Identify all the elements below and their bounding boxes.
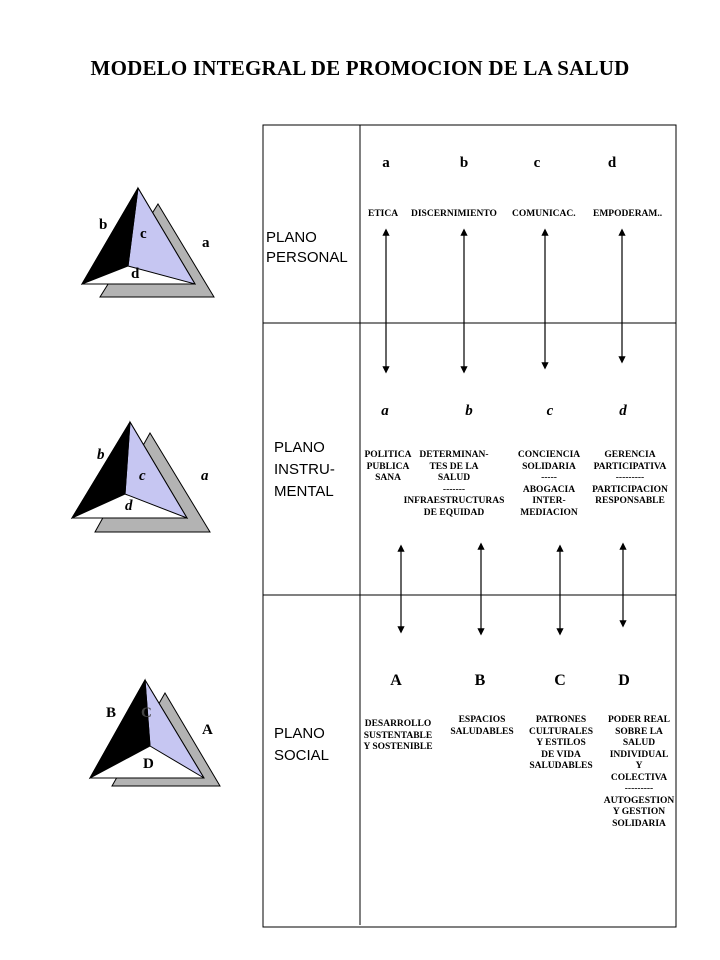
social-letter-D: D	[618, 672, 630, 689]
personal-letter-d: d	[607, 155, 617, 171]
concept-poder-real: PODER REAL SOBRE LA SALUD INDIVIDUAL Y C…	[603, 715, 675, 829]
arrows-instrumental-social	[397, 542, 627, 636]
personal-letter-a: a	[382, 155, 390, 171]
pyramid-personal-label-d: d	[131, 266, 140, 282]
concept-comunicac: COMUNICAC.	[512, 209, 576, 219]
concept-etica: ETICA	[368, 209, 399, 219]
pyramid-personal-label-b: b	[99, 217, 108, 233]
pyramid-personal	[80, 186, 215, 298]
pyramid-social-label-A: A	[202, 722, 213, 738]
pyramid-instrumental-label-d: d	[125, 498, 133, 514]
concept-discernimiento: DISCERNIMIENTO	[411, 209, 497, 219]
concept-espacios-saludables: ESPACIOS SALUDABLES	[450, 715, 514, 737]
concept-gerencia-participativa: GERENCIA PARTICIPATIVA --------- PARTICI…	[592, 450, 668, 506]
social-letter-A: A	[390, 672, 402, 689]
instrumental-letter-a: a	[381, 403, 389, 419]
personal-letter-b: b	[459, 155, 469, 171]
social-letter-B: B	[474, 672, 486, 689]
pyramid-personal-label-a: a	[202, 235, 210, 251]
pyramid-instrumental-label-b: b	[97, 447, 105, 463]
pyramid-instrumental-label-c: c	[139, 468, 146, 484]
pyramid-personal-label-c: c	[140, 226, 147, 242]
plane-personal-label: PLANO PERSONAL	[266, 229, 348, 266]
instrumental-letter-b: b	[465, 403, 473, 419]
instrumental-letter-d: d	[619, 403, 627, 419]
pyramid-social-label-D: D	[143, 756, 154, 772]
plane-social-label: PLANO SOCIAL	[274, 725, 330, 764]
pyramid-instrumental-label-a: a	[201, 468, 209, 484]
personal-letter-c: c	[533, 155, 541, 171]
concept-desarrollo-sustentable: DESARROLLO SUSTENTABLE Y SOSTENIBLE	[363, 719, 433, 752]
pyramid-social	[88, 678, 221, 787]
concept-determinantes: DETERMINAN- TES DE LA SALUD ------- INFR…	[403, 450, 505, 518]
pyramid-instrumental	[70, 420, 211, 533]
concept-empoderam: EMPODERAM..	[593, 209, 663, 219]
social-letter-C: C	[554, 672, 566, 689]
concept-conciencia-solidaria: CONCIENCIA SOLIDARIA ----- ABOGACIA INTE…	[517, 450, 581, 518]
concept-patrones-culturales: PATRONES CULTURALES Y ESTILOS DE VIDA SA…	[528, 715, 594, 771]
pyramid-social-label-C: C	[141, 705, 152, 721]
arrows-personal-instrumental	[382, 228, 626, 374]
table-frame	[262, 124, 677, 928]
page-title: MODELO INTEGRAL DE PROMOCION DE LA SALUD	[90, 56, 630, 80]
pyramid-social-label-B: B	[106, 705, 117, 721]
concept-politica-publica: POLITICA PUBLICA SANA	[364, 450, 412, 483]
instrumental-letter-c: c	[546, 403, 554, 419]
plane-instrumental-label: PLANO INSTRU- MENTAL	[274, 439, 335, 500]
